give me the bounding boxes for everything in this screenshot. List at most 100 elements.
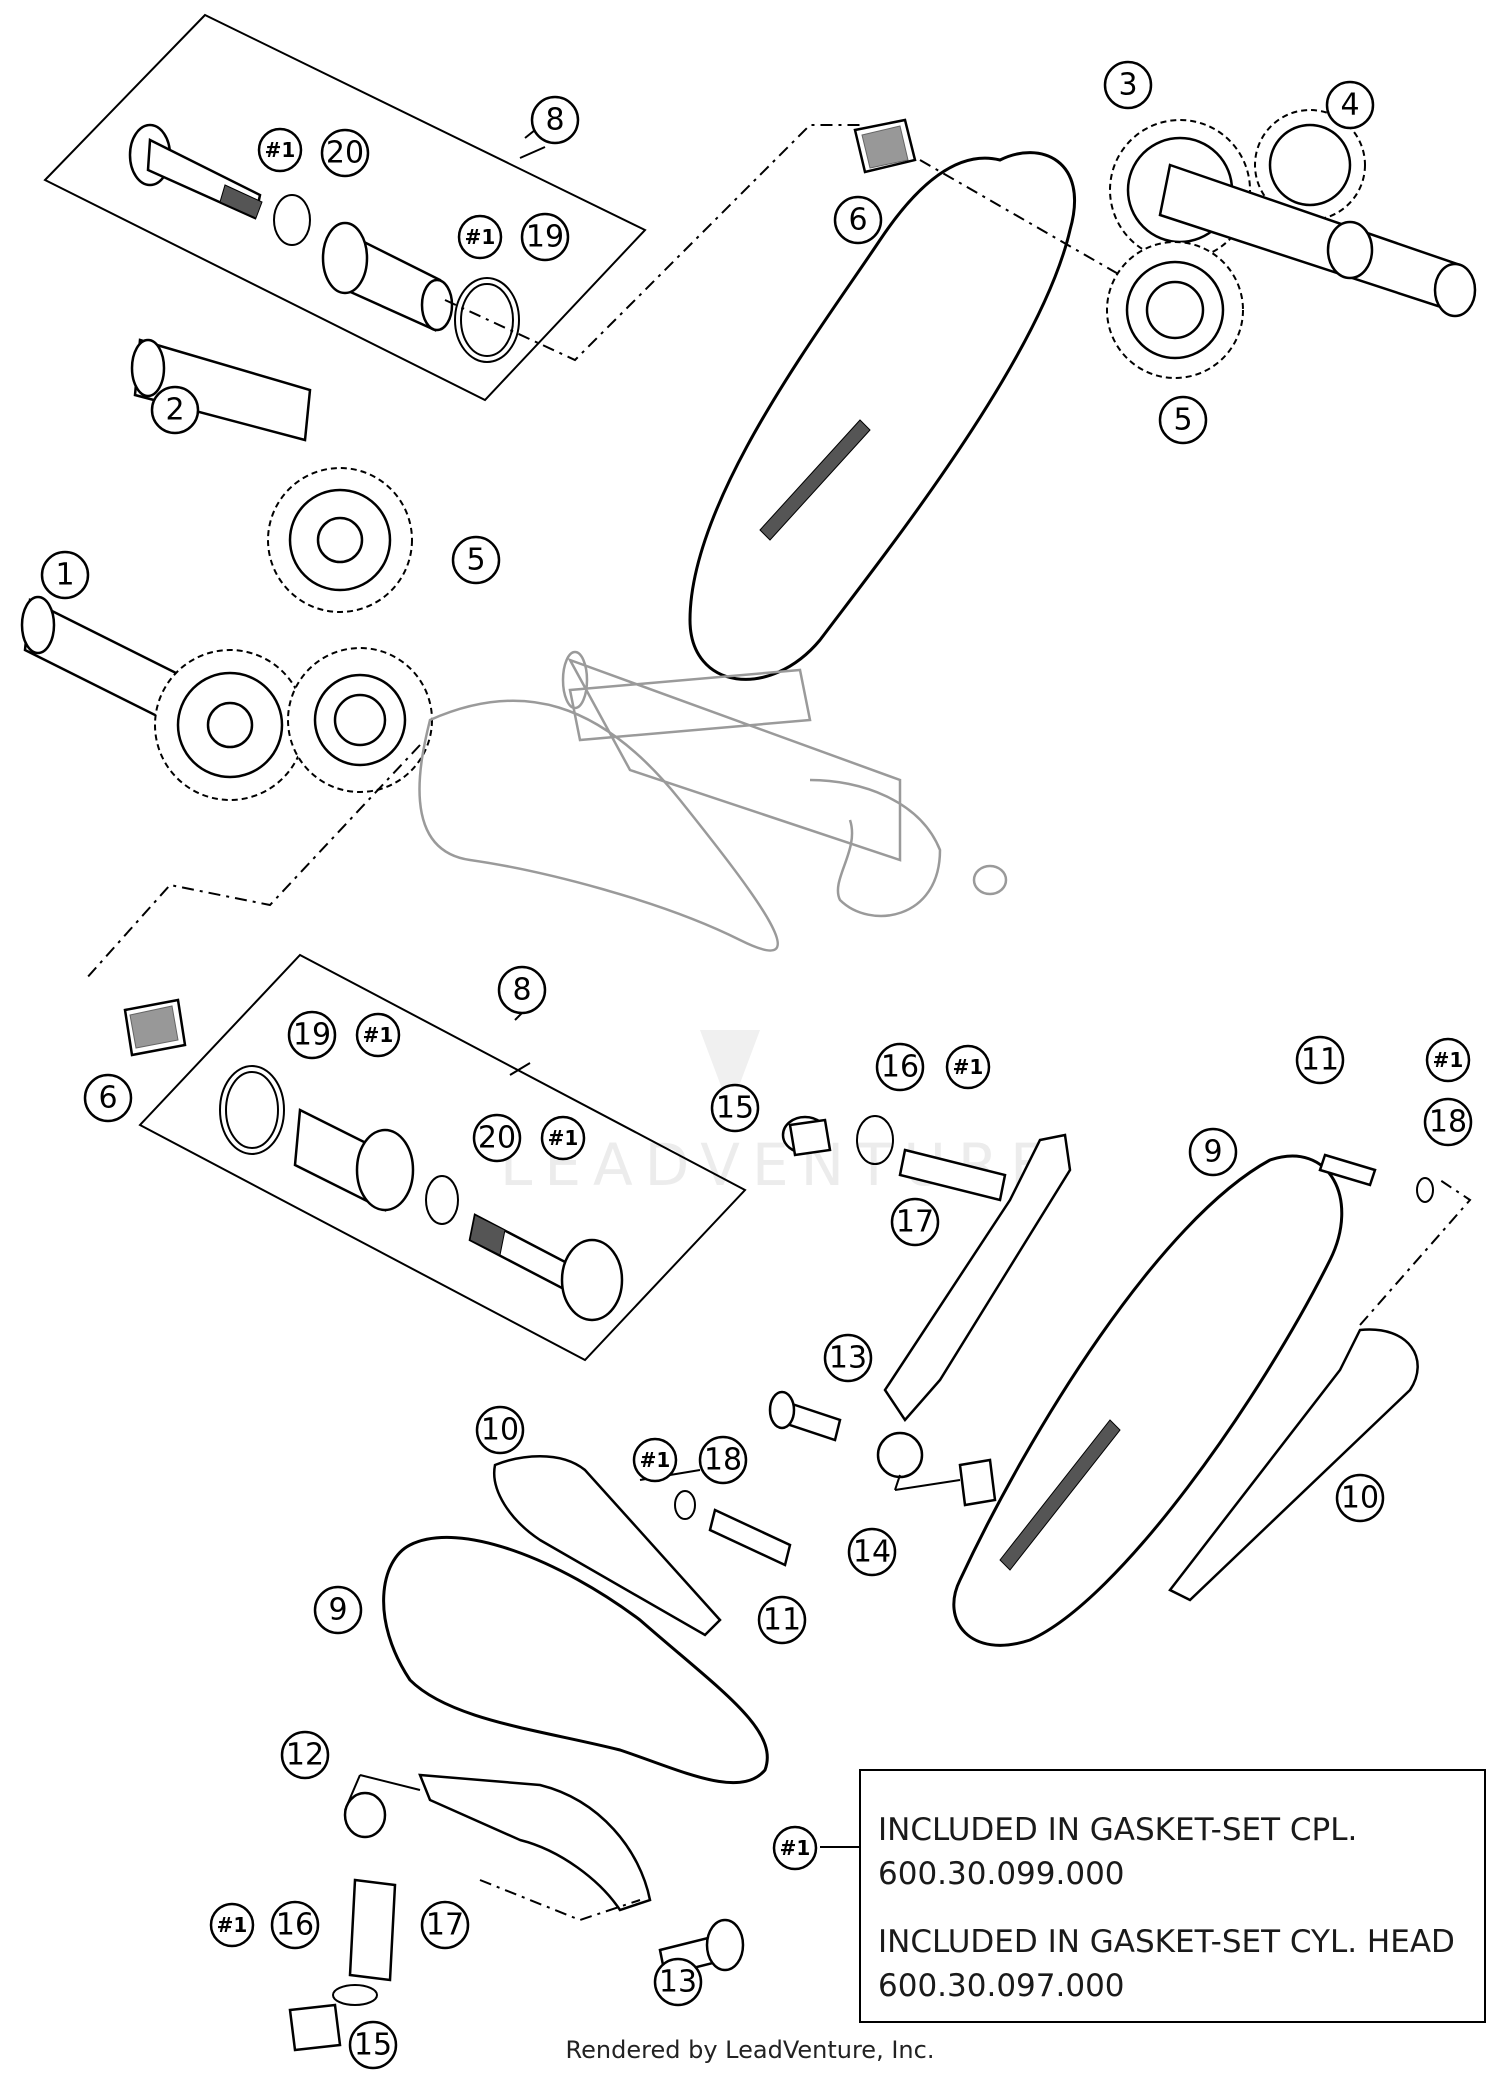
callout-hash1-h: #1	[772, 1825, 818, 1871]
guide-rail-right	[1168, 1328, 1419, 1602]
callout-11-left: 11	[757, 1595, 807, 1645]
svg-text:5: 5	[1173, 403, 1192, 438]
callout-17-top: 17	[890, 1197, 940, 1247]
callout-hash1-e: #1	[945, 1044, 991, 1090]
crankshaft-ghost	[418, 650, 1008, 952]
washer-16-bottom	[332, 1984, 378, 2006]
timing-chain-upper	[688, 151, 1077, 681]
callout-10-right: 10	[1335, 1473, 1385, 1523]
callout-13-bottom: 13	[653, 1957, 703, 2007]
svg-text:#1: #1	[780, 1836, 811, 1860]
svg-text:#1: #1	[217, 1913, 248, 1937]
svg-text:8: 8	[512, 973, 531, 1008]
callout-3: 3	[1103, 60, 1153, 110]
washer-18-left	[674, 1490, 696, 1520]
svg-text:#1: #1	[1433, 1048, 1464, 1072]
note-line-4: 600.30.097.000	[878, 1968, 1125, 2004]
callout-6-top: 6	[833, 195, 883, 245]
callout-14: 14	[847, 1527, 897, 1577]
callout-hash1-d: #1	[540, 1115, 586, 1161]
callout-1: 1	[40, 550, 90, 600]
callout-8-bottom: 8	[497, 965, 547, 1015]
svg-text:11: 11	[763, 1603, 801, 1638]
svg-text:#1: #1	[640, 1448, 671, 1472]
svg-text:#1: #1	[953, 1055, 984, 1079]
svg-text:6: 6	[98, 1081, 117, 1116]
callout-4: 4	[1325, 80, 1375, 130]
guide-rail-left	[492, 1455, 722, 1637]
svg-text:9: 9	[1203, 1135, 1222, 1170]
o-ring-20-top	[273, 194, 311, 246]
svg-text:15: 15	[354, 2028, 392, 2063]
callout-11-right: 11	[1295, 1035, 1345, 1085]
callout-5-left: 5	[451, 535, 501, 585]
bolt-11-right	[1318, 1153, 1377, 1187]
callout-2: 2	[150, 385, 200, 435]
plug-15-top	[781, 1115, 832, 1157]
camshaft-assembly-top	[1106, 109, 1477, 379]
svg-text:10: 10	[481, 1413, 519, 1448]
svg-text:6: 6	[848, 203, 867, 238]
svg-text:16: 16	[881, 1050, 919, 1085]
svg-text:2: 2	[165, 393, 184, 428]
timing-chain-right	[952, 1154, 1344, 1647]
svg-text:14: 14	[853, 1535, 891, 1570]
note-line-2: 600.30.099.000	[878, 1856, 1125, 1892]
callout-20-bottom: 20	[472, 1113, 522, 1163]
svg-text:#1: #1	[465, 225, 496, 249]
tensioner-17-bottom	[348, 1878, 397, 1982]
timing-chain-left	[382, 1536, 769, 1785]
callout-hash1-a: #1	[257, 127, 303, 173]
svg-text:10: 10	[1341, 1481, 1379, 1516]
callout-20-top: 20	[320, 128, 370, 178]
callout-5-top: 5	[1158, 395, 1208, 445]
leader-left-gear	[84, 744, 421, 981]
callout-15-top: 15	[710, 1083, 760, 1133]
bolt-11-left	[708, 1508, 792, 1567]
tensioner-rail-left	[418, 1773, 652, 1912]
svg-text:4: 4	[1340, 88, 1359, 123]
callout-hash1-c: #1	[355, 1012, 401, 1058]
callout-9-left: 9	[313, 1585, 363, 1635]
svg-text:9: 9	[328, 1593, 347, 1628]
callout-16-top: 16	[875, 1042, 925, 1092]
footer-credit: Rendered by LeadVenture, Inc.	[565, 2036, 935, 2064]
leader-top-box	[444, 124, 860, 362]
callout-6-bottom: 6	[83, 1073, 133, 1123]
svg-text:1: 1	[55, 558, 74, 593]
svg-text:#1: #1	[548, 1126, 579, 1150]
callout-10-left: 10	[475, 1405, 525, 1455]
svg-text:17: 17	[896, 1205, 934, 1240]
note-line-3: INCLUDED IN GASKET-SET CYL. HEAD	[878, 1924, 1455, 1960]
callout-13-top: 13	[823, 1333, 873, 1383]
o-ring-19-bottom	[219, 1065, 285, 1155]
washer-bolt-head-bottom	[560, 1238, 624, 1322]
needle-bearing-top	[853, 118, 917, 174]
svg-text:20: 20	[478, 1121, 516, 1156]
washer-16-top	[856, 1115, 894, 1165]
callout-19-top: 19	[520, 212, 570, 262]
tensioner-rail	[883, 1133, 1072, 1423]
svg-text:#1: #1	[265, 138, 296, 162]
o-ring-20-bottom	[425, 1175, 459, 1225]
callout-9-right: 9	[1188, 1127, 1238, 1177]
callout-17-bottom: 17	[420, 1900, 470, 1950]
plug-15-bottom	[288, 2003, 342, 2052]
svg-text:11: 11	[1301, 1043, 1339, 1078]
note-line-1: INCLUDED IN GASKET-SET CPL.	[878, 1812, 1357, 1848]
callout-8-top: 8	[530, 95, 580, 145]
svg-text:5: 5	[466, 543, 485, 578]
camshaft-assembly-left	[20, 338, 433, 801]
svg-text:18: 18	[704, 1443, 742, 1478]
kit-box-top	[43, 13, 647, 402]
svg-text:15: 15	[716, 1091, 754, 1126]
washer-18-right	[1416, 1177, 1434, 1203]
svg-text:16: 16	[276, 1908, 314, 1943]
svg-text:19: 19	[526, 220, 564, 255]
svg-text:17: 17	[426, 1908, 464, 1943]
svg-text:8: 8	[545, 103, 564, 138]
kit-box-bottom	[138, 953, 747, 1362]
callout-hash1-f: #1	[1425, 1037, 1471, 1083]
gasket-set-note: INCLUDED IN GASKET-SET CPL. 600.30.099.0…	[820, 1769, 1486, 2023]
